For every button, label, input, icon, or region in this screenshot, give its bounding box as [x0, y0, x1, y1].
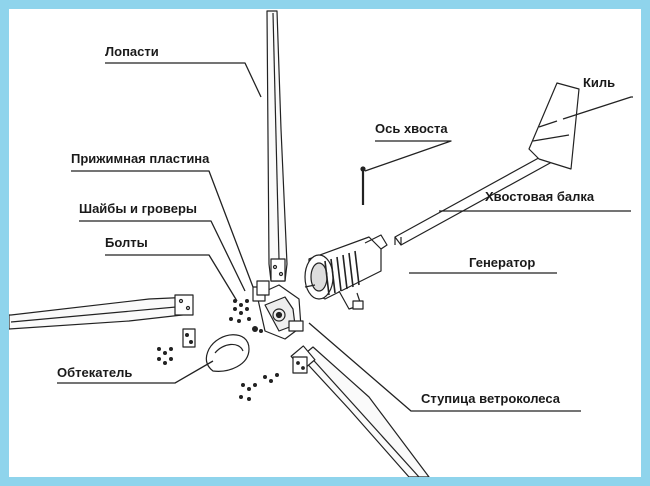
leader-lines	[57, 62, 633, 412]
label-nose-cone: Обтекатель	[57, 365, 133, 380]
label-tail-boom: Хвостовая балка	[485, 189, 595, 204]
label-blades: Лопасти	[105, 44, 159, 59]
label-generator: Генератор	[469, 255, 536, 270]
blade-left	[9, 294, 194, 330]
label-tail-axis: Ось хвоста	[375, 121, 448, 136]
blade-top	[266, 10, 288, 282]
hub-assembly	[252, 284, 304, 340]
tail-axis-pin	[360, 166, 366, 205]
label-fin: Киль	[583, 75, 616, 90]
nose-cone	[205, 334, 250, 372]
wind-turbine-exploded-view	[9, 10, 633, 477]
fin-shape	[528, 82, 580, 170]
diagram-frame: Лопасти Прижимная пластина Шайбы и грове…	[9, 9, 641, 477]
label-hub: Ступица ветроколеса	[421, 391, 560, 406]
washers-and-bolts	[157, 299, 279, 401]
label-clamp-plate: Прижимная пластина	[71, 151, 210, 166]
label-washers: Шайбы и гроверы	[79, 201, 198, 216]
clamp-plates	[182, 280, 270, 348]
label-bolts: Болты	[105, 235, 148, 250]
blade-bottom	[290, 345, 430, 477]
generator	[304, 234, 388, 310]
